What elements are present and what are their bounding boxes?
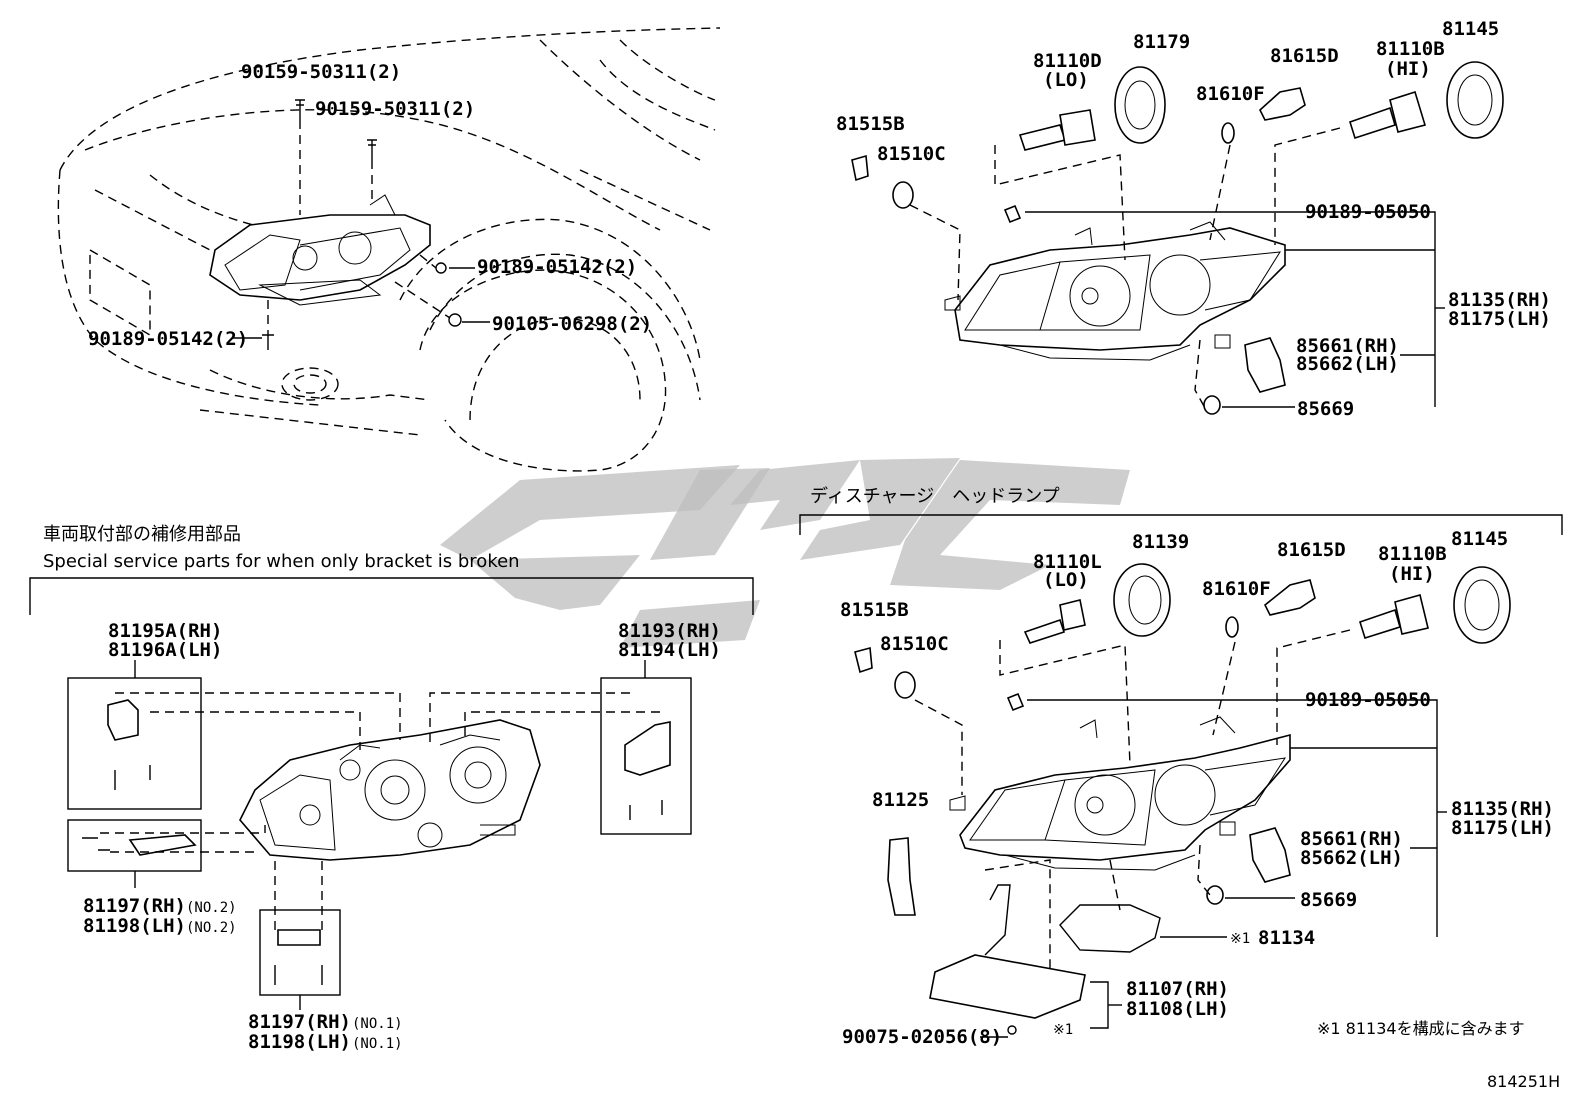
note-mark-81134: ※1 (1230, 931, 1250, 947)
bracket-icon (624, 721, 671, 820)
note-mark-ballast: ※1 (1053, 1022, 1073, 1038)
socket-icon (851, 154, 914, 209)
part-81175-lh-b: 81175(LH) (1451, 817, 1554, 839)
part-81197-rh-no2: 81197(RH) (83, 895, 186, 917)
part-81197-rh-no1: 81197(RH) (248, 1011, 351, 1033)
watermark-logo (440, 458, 1130, 648)
part-85661-rh: 85661(RH) (1296, 335, 1399, 357)
part-81195A-rh: 81195A(RH) (108, 620, 222, 642)
part-81139: 81139 (1132, 531, 1189, 553)
actuator-icon (1206, 827, 1291, 905)
part-81198-lh-no1: 81198(LH) (248, 1031, 351, 1053)
part-85661-rh-b: 85661(RH) (1300, 828, 1403, 850)
part-85662-lh-b: 85662(LH) (1300, 847, 1403, 869)
part-85669: 85669 (1297, 398, 1354, 420)
part-81110L: 81110L (1033, 551, 1102, 573)
bulb-base-icon (1259, 87, 1306, 121)
part-81175-lh: 81175(LH) (1448, 308, 1551, 330)
bulb-high-icon (1359, 594, 1429, 640)
ballast-icon (929, 884, 1086, 1035)
part-81145-b: 81145 (1451, 528, 1508, 550)
bracket-icon (107, 699, 151, 790)
dust-cap-icon (1113, 563, 1171, 637)
discharge-section-title: ディスチャージ ヘッドランプ (810, 486, 1060, 507)
part-81108-lh: 81108(LH) (1126, 998, 1229, 1020)
socket-icon (854, 646, 916, 699)
headlamp-installed (209, 194, 431, 306)
part-81197-no2-tag: (NO.2) (186, 900, 237, 916)
bulb-low-icon (1018, 109, 1096, 151)
part-81510C-b: 81510C (880, 633, 949, 655)
dust-cap-icon (1453, 566, 1511, 644)
gasket-icon (1059, 904, 1161, 953)
clip-icon (1006, 692, 1025, 712)
bulb-high-icon (1349, 90, 1427, 140)
part-81196A-lh: 81196A(LH) (108, 639, 222, 661)
discharge-note: ※1 81134を構成に含みます (1317, 1019, 1525, 1038)
part-81135-rh-b: 81135(RH) (1451, 798, 1554, 820)
part-81110D-lo: (LO) (1043, 69, 1089, 91)
discharge-headlamp-assembly (949, 716, 1291, 871)
halogen-headlamp-assembly (944, 221, 1286, 361)
part-81515B-b: 81515B (840, 599, 909, 621)
part-81193-rh: 81193(RH) (618, 620, 721, 642)
part-81134: 81134 (1258, 927, 1315, 949)
part-81610F-b: 81610F (1202, 578, 1271, 600)
hid-bulb-icon (1023, 599, 1086, 644)
part-81110B: 81110B (1376, 38, 1445, 60)
part-81107-rh: 81107(RH) (1126, 978, 1229, 1000)
part-81110B-hi-b: (HI) (1389, 563, 1435, 585)
part-81615D-b: 81615D (1277, 539, 1346, 561)
part-81194-lh: 81194(LH) (618, 639, 721, 661)
part-81125: 81125 (872, 789, 929, 811)
part-81515B: 81515B (836, 113, 905, 135)
part-81179: 81179 (1133, 31, 1190, 53)
headlamp-rear-view (239, 719, 541, 861)
part-90075-02056: 90075-02056(8) (842, 1026, 1002, 1048)
dust-cap-icon (1114, 66, 1166, 144)
clip-icon (1003, 204, 1022, 224)
callout-90189-05142-a: 90189-05142(2) (477, 256, 637, 278)
small-bulb-icon (1221, 122, 1235, 144)
part-81110D: 81110D (1033, 50, 1102, 72)
bulb-base-icon (1263, 579, 1316, 616)
bracket-icon (82, 834, 197, 856)
part-81197-no1-tag: (NO.1) (352, 1016, 403, 1032)
callout-90159-50311-a: 90159-50311(2) (241, 61, 401, 83)
dust-cap-icon (1446, 61, 1504, 139)
small-bulb-icon (1225, 616, 1239, 638)
part-90189-05050-b: 90189-05050 (1305, 689, 1431, 711)
car-front-view (57, 27, 721, 472)
bracket-section-title-en: Special service parts for when only brac… (43, 551, 520, 572)
figure-id: 814251H (1487, 1072, 1560, 1091)
part-81110B-b: 81110B (1378, 543, 1447, 565)
part-81610F: 81610F (1196, 83, 1265, 105)
callout-90105-06298: 90105-06298(2) (492, 313, 652, 335)
part-81615D: 81615D (1270, 45, 1339, 67)
actuator-icon (1203, 337, 1286, 415)
part-81110B-hi: (HI) (1385, 58, 1431, 80)
callout-90159-50311-b: 90159-50311(2) (315, 98, 475, 120)
part-81198-no2-tag: (NO.2) (186, 920, 237, 936)
part-90189-05050: 90189-05050 (1305, 201, 1431, 223)
harness-icon (887, 837, 916, 916)
part-81135-rh: 81135(RH) (1448, 289, 1551, 311)
part-81510C: 81510C (877, 143, 946, 165)
part-81110L-lo: (LO) (1043, 569, 1089, 591)
part-85662-lh: 85662(LH) (1296, 353, 1399, 375)
part-81145: 81145 (1442, 18, 1499, 40)
part-85669-b: 85669 (1300, 889, 1357, 911)
part-81198-no1-tag: (NO.1) (352, 1036, 403, 1052)
bracket-icon (274, 929, 323, 985)
bracket-section-title-jp: 車両取付部の補修用部品 (43, 524, 241, 545)
callout-90189-05142-b: 90189-05142(2) (88, 328, 248, 350)
part-81198-lh-no2: 81198(LH) (83, 915, 186, 937)
